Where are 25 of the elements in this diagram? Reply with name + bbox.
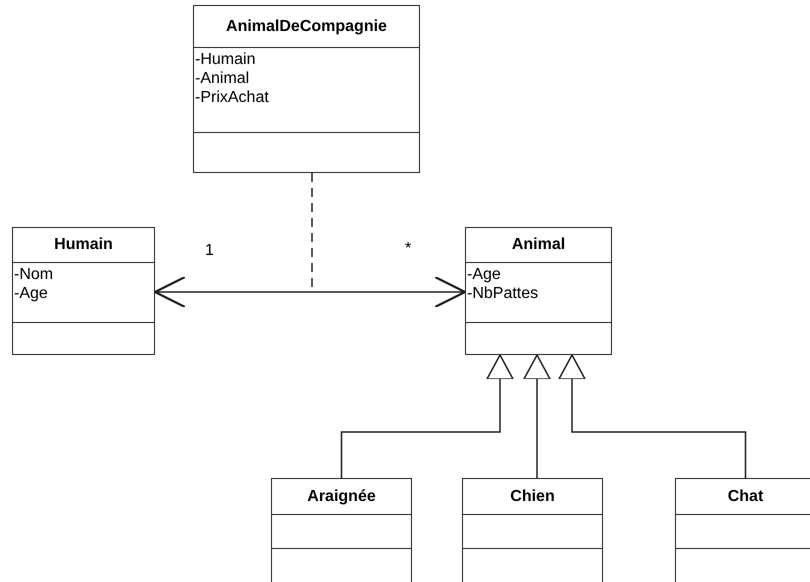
multiplicity-label: 1 <box>205 242 214 260</box>
attribute-text: -Animal <box>195 69 250 88</box>
inheritance-arrow <box>558 354 746 478</box>
multiplicity-label: * <box>405 240 412 258</box>
attribute-text: -Age <box>467 265 501 284</box>
class-name: Animal <box>512 236 566 254</box>
class-box <box>12 227 155 355</box>
class-name: Chien <box>510 488 555 506</box>
class-name: AnimalDeCompagnie <box>226 18 387 36</box>
class-box <box>465 227 612 355</box>
attribute-text: -Age <box>14 284 48 303</box>
class-box <box>271 478 412 582</box>
class-name: Araignée <box>307 488 376 506</box>
class-box <box>193 5 420 173</box>
association-arrow <box>154 276 466 308</box>
attribute-text: -Nom <box>14 265 54 284</box>
inheritance-arrow <box>340 354 514 478</box>
class-box <box>462 478 603 582</box>
class-name: Chat <box>728 488 764 506</box>
inheritance-arrow <box>523 354 551 478</box>
attribute-text: -NbPattes <box>467 284 538 303</box>
attribute-text: -Humain <box>195 50 256 69</box>
attribute-text: -PrixAchat <box>195 88 269 107</box>
class-name: Humain <box>54 236 113 254</box>
class-box <box>675 478 810 582</box>
